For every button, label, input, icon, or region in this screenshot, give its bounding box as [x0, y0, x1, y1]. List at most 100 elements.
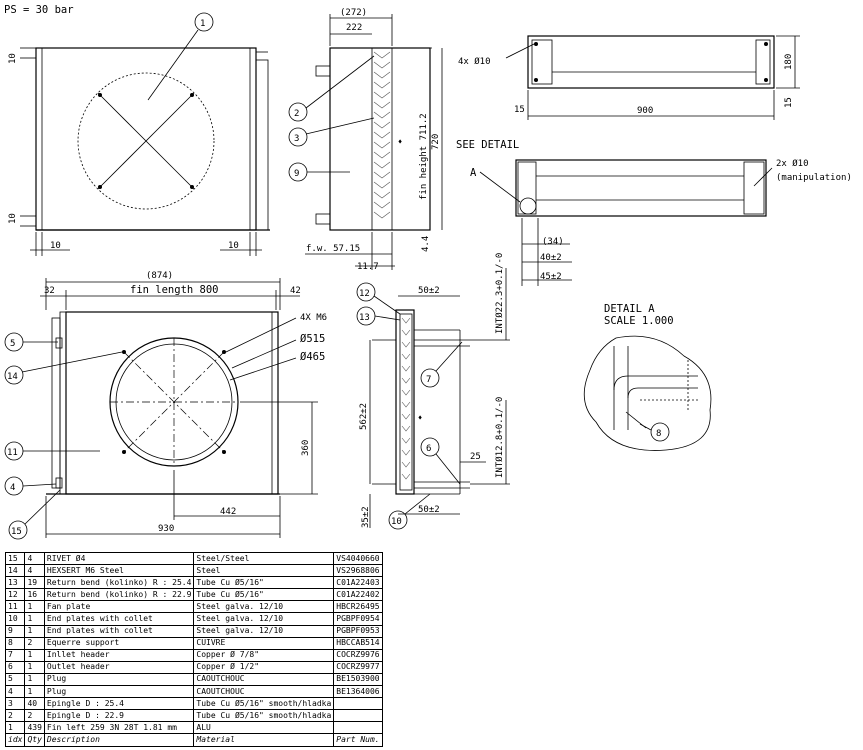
top-view: 4x Ø10 180 15 900 15 [458, 35, 800, 120]
bom-cell: 19 [24, 576, 45, 590]
dim-50-top: 50±2 [418, 286, 440, 296]
bom-cell: Epingle D : 25.4 [43, 697, 195, 711]
manip-note: (manipulation) [776, 173, 852, 183]
bom-cell: Tube Cu Ø5/16" smooth/hladka [193, 709, 335, 723]
front-view: 10 10 10 10 [8, 47, 270, 256]
bom-cell: 10 [4, 612, 26, 626]
svg-text:15: 15 [11, 527, 22, 537]
balloon-5: 5 [4, 332, 58, 352]
bom-cell: 2 [24, 709, 45, 723]
pressure-label: PS = 30 bar [4, 4, 74, 16]
bom-cell: 8 [4, 636, 26, 650]
bom-cell: End plates with collet [43, 612, 195, 626]
bom-cell: Fin left 259 3N 28T 1.81 mm [43, 721, 195, 735]
bom-cell: PGBPF0953 [333, 624, 383, 638]
bom-cell: Fan plate [43, 600, 195, 614]
fin-height: fin height 711.2 [419, 113, 429, 200]
bom-cell: HBCR26495 [333, 600, 383, 614]
dim-bottom-b: 10 [228, 241, 239, 251]
balloon-15: 15 [8, 489, 61, 540]
dim-562: 562±2 [359, 403, 369, 430]
bom-cell: 1 [24, 600, 45, 614]
bom-cell: Tube Cu Ø5/16" smooth/hladka [193, 697, 335, 711]
see-detail-label: SEE DETAIL [456, 139, 519, 151]
bom-cell: HBCCAB514 [333, 636, 383, 650]
dim-720: 720 [431, 134, 441, 150]
bom-cell: Steel galva. 12/10 [193, 612, 335, 626]
balloon-2: 2 [288, 55, 375, 122]
dim-40: 40±2 [540, 253, 562, 263]
bom-cell: Copper Ø 1/2" [193, 660, 335, 674]
bom-cell: 12 [4, 588, 26, 602]
bom-cell: VS4040660 [333, 551, 383, 566]
svg-text:5: 5 [10, 339, 15, 349]
dim-4-4: 4.4 [421, 236, 431, 252]
svg-text:13: 13 [359, 313, 370, 323]
dim-180: 180 [784, 54, 794, 70]
bom-cell: Tube Cu Ø5/16" [193, 588, 335, 602]
plan-view: (874) 32 fin length 800 42 4X M6 Ø515 Ø4… [40, 271, 327, 538]
bom-cell: 1 [24, 660, 45, 674]
bom-cell: End plates with collet [43, 624, 195, 638]
bom-cell: 14 [4, 564, 26, 578]
svg-text:3: 3 [294, 134, 299, 144]
bom-cell: CAOUTCHOUC [193, 672, 335, 687]
bom-cell: Plug [43, 685, 195, 699]
bom-cell [333, 697, 383, 711]
dim-15-left: 15 [514, 105, 525, 115]
bom-cell: 1 [24, 624, 45, 638]
bom-header-cell: Part Num. [333, 733, 383, 747]
int-bottom: INTØ12.8+0.1/-0 [494, 397, 505, 478]
svg-text:6: 6 [426, 444, 431, 454]
balloon-6: 6 [420, 437, 461, 485]
bom-cell: Plug [43, 672, 195, 687]
dim-34: (34) [542, 237, 564, 247]
hexsert-label: 4X M6 [300, 313, 327, 323]
bom-cell: 1 [24, 648, 45, 662]
bom-cell: ALU [193, 721, 335, 735]
bom-cell: 7 [4, 648, 26, 662]
bom-header-cell: Material [193, 733, 335, 747]
bom-cell: 15 [4, 551, 26, 566]
dim-bottom-left: 10 [8, 213, 18, 224]
dim-25: 25 [470, 452, 481, 462]
bom-cell: 439 [24, 721, 45, 735]
bom-cell: 1 [4, 721, 26, 735]
dim-930: 930 [158, 524, 174, 534]
bom-cell [333, 721, 383, 735]
bom-cell: Copper Ø 7/8" [193, 648, 335, 662]
svg-text:8: 8 [656, 429, 661, 439]
svg-text:♦: ♦ [398, 138, 402, 146]
bom-cell: 11 [4, 600, 26, 614]
bom-cell: Equerre support [43, 636, 195, 650]
svg-text:10: 10 [391, 517, 402, 527]
bom-cell: PGBPF0954 [333, 612, 383, 626]
svg-text:11: 11 [7, 448, 18, 458]
dim-11-7: 11.7 [357, 262, 379, 272]
bom-cell: 4 [24, 564, 45, 578]
bom-cell: BE1364006 [333, 685, 383, 699]
bom-cell: Tube Cu Ø5/16" [193, 576, 335, 590]
dim-35: 35±2 [361, 506, 371, 528]
fin-length: fin length 800 [130, 284, 219, 296]
detail-a-view: DETAIL A SCALE 1.000 [583, 303, 712, 451]
bom-cell: 2 [4, 709, 26, 723]
balloon-3: 3 [288, 117, 375, 147]
bom-cell: C01A22402 [333, 588, 383, 602]
balloon-7: 7 [420, 341, 463, 388]
side-view: ♦ (272) 222 fin height 711.2 720 4.4 f.w… [305, 8, 443, 272]
bom-cell: C01A22403 [333, 576, 383, 590]
dim-50-bottom: 50±2 [418, 505, 440, 515]
dim-442: 442 [220, 507, 236, 517]
balloon-11: 11 [4, 441, 100, 461]
bom-cell: 3 [4, 697, 26, 711]
balloon-9: 9 [288, 162, 350, 182]
